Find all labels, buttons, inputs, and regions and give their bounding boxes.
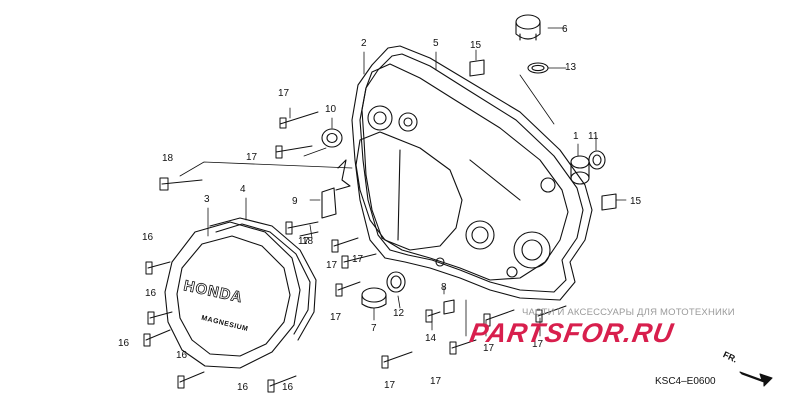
cover-boss-top [367, 105, 393, 131]
spring-bracket [321, 187, 337, 219]
callout-8: 8 [441, 282, 447, 293]
gasket-outline [351, 45, 593, 301]
callout-10: 10 [325, 104, 337, 115]
oil-seal-10 [321, 128, 343, 148]
seal-11 [588, 150, 606, 170]
callout-13: 13 [565, 62, 577, 73]
collar-1 [570, 155, 590, 169]
callout-15: 15 [470, 40, 482, 51]
return-spring [335, 159, 351, 191]
cover-shaft-seat [513, 231, 551, 269]
dowel-pin-top [469, 59, 485, 77]
callout-4: 4 [240, 184, 246, 195]
callout-18: 18 [162, 153, 174, 164]
callout-17: 17 [384, 380, 396, 391]
callout-16: 16 [282, 382, 294, 393]
callout-17: 17 [430, 376, 442, 387]
ignition-cover-gasket [209, 217, 317, 341]
watermark-logo: PARTSFOR.RU [467, 318, 677, 348]
callout-17: 17 [330, 312, 342, 323]
callout-3: 3 [204, 194, 210, 205]
callout-12: 12 [393, 308, 405, 319]
callout-17: 17 [278, 88, 290, 99]
callout-14: 14 [425, 333, 437, 344]
callout-7: 7 [371, 323, 377, 334]
cover-brand-text: HONDA [182, 277, 244, 306]
o-ring-13 [527, 62, 549, 74]
diagram-code: KSC4–E0600 [655, 376, 716, 387]
callout-18: 18 [302, 236, 314, 247]
ignition-cover [164, 221, 301, 369]
callout-17: 17 [532, 339, 544, 350]
front-direction-arrow [739, 371, 773, 387]
callout-5: 5 [433, 38, 439, 49]
cover-boss-mid [398, 112, 418, 132]
plug-7 [361, 287, 387, 303]
washer-8 [443, 299, 455, 315]
callout-17: 17 [352, 254, 364, 265]
callout-17: 17 [326, 260, 338, 271]
callout-16: 16 [118, 338, 130, 349]
callout-16: 16 [176, 350, 188, 361]
bolts [143, 111, 567, 393]
callout-16: 16 [145, 288, 157, 299]
dowel-pin-right [601, 193, 617, 211]
oil-filler-cap [515, 14, 541, 30]
cover-inner-opening [355, 131, 463, 251]
callout-17: 17 [298, 236, 310, 247]
callout-16: 16 [142, 232, 154, 243]
callout-11: 11 [588, 131, 599, 142]
callout-15: 15 [630, 196, 642, 207]
cover-bearing-seat [465, 220, 495, 250]
gasket-inner-line [359, 53, 584, 293]
cover-model-text: MAGNESIUM [201, 315, 249, 333]
ignition-cover-rim [176, 235, 291, 357]
callout-1: 1 [573, 131, 579, 142]
o-ring-12 [386, 271, 406, 293]
leader-lines [179, 27, 627, 337]
watermark-caption: ЧАСТИ И АКСЕССУАРЫ ДЛЯ МОТОТЕХНИКИ [522, 307, 735, 318]
callout-17: 17 [483, 343, 495, 354]
cover-bolt-hole [540, 177, 556, 193]
callout-2: 2 [361, 38, 367, 49]
callout-9: 9 [292, 196, 298, 207]
crankcase-cover [361, 63, 569, 281]
callout-6: 6 [562, 24, 568, 35]
callout-16: 16 [237, 382, 249, 393]
callout-17: 17 [246, 152, 258, 163]
